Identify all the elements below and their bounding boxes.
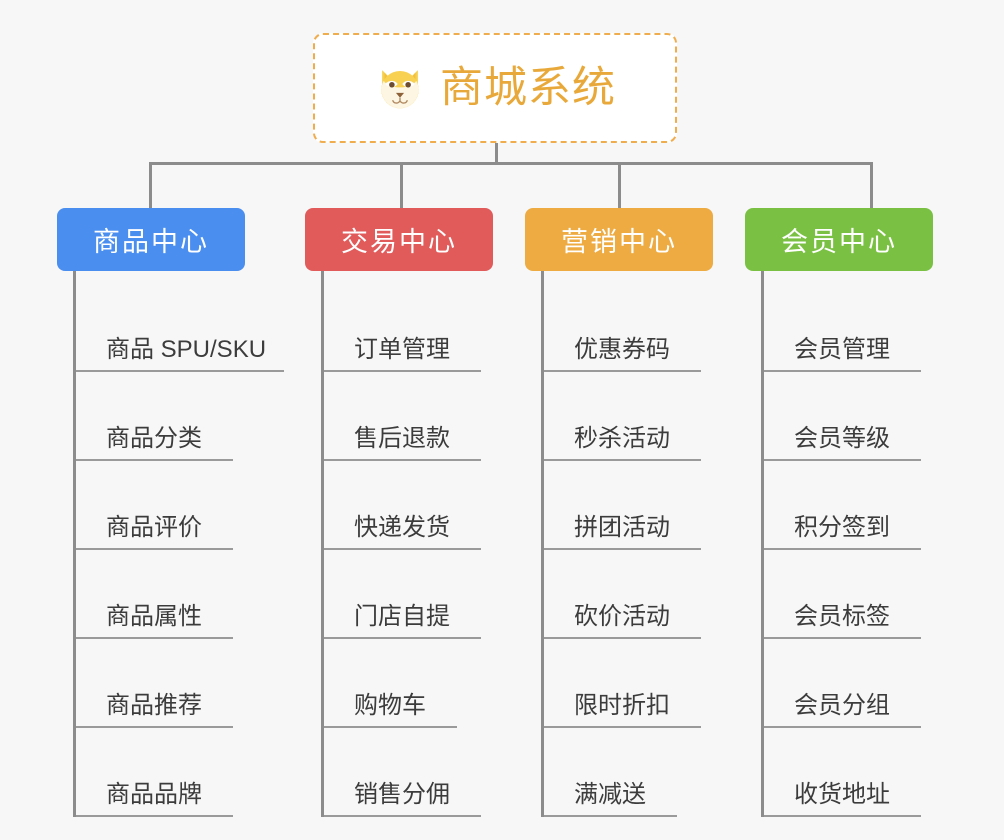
leaf-item[interactable]: 订单管理 xyxy=(324,283,493,372)
leaf-underline xyxy=(764,815,921,817)
leaf-label: 快递发货 xyxy=(354,513,450,541)
leaf-item[interactable]: 会员分组 xyxy=(764,639,933,728)
leaf-item[interactable]: 会员等级 xyxy=(764,372,933,461)
category-header-3[interactable]: 会员中心 xyxy=(745,208,933,271)
leaf-list-3: 会员管理 会员等级 积分签到 会员标签 会员分组 收货地址 xyxy=(761,271,933,817)
leaf-item[interactable]: 优惠券码 xyxy=(544,283,713,372)
leaf-underline xyxy=(764,370,921,372)
category-column-3: 会员中心 会员管理 会员等级 积分签到 会员标签 会员分组 xyxy=(745,208,933,817)
leaf-item[interactable]: 秒杀活动 xyxy=(544,372,713,461)
leaf-underline xyxy=(324,726,457,728)
leaf-underline xyxy=(76,637,233,639)
leaf-underline xyxy=(544,726,701,728)
leaf-list-1: 订单管理 售后退款 快递发货 门店自提 购物车 销售分佣 xyxy=(321,271,493,817)
leaf-label: 商品属性 xyxy=(106,602,202,630)
leaf-label: 门店自提 xyxy=(354,602,450,630)
leaf-underline xyxy=(544,370,701,372)
leaf-item[interactable]: 商品评价 xyxy=(76,461,266,550)
connector-bus xyxy=(149,162,873,165)
leaf-label: 秒杀活动 xyxy=(574,424,670,452)
category-header-label: 营销中心 xyxy=(561,227,677,257)
root-title: 商城系统 xyxy=(440,63,616,112)
leaf-label: 订单管理 xyxy=(354,335,450,363)
leaf-underline xyxy=(324,637,481,639)
leaf-label: 优惠券码 xyxy=(574,335,670,363)
category-column-2: 营销中心 优惠券码 秒杀活动 拼团活动 砍价活动 限时折扣 xyxy=(525,208,713,817)
leaf-item[interactable]: 收货地址 xyxy=(764,728,933,817)
leaf-label: 会员标签 xyxy=(794,602,890,630)
leaf-label: 商品评价 xyxy=(106,513,202,541)
leaf-label: 积分签到 xyxy=(794,513,890,541)
leaf-item[interactable]: 满减送 xyxy=(544,728,713,817)
leaf-underline xyxy=(324,815,481,817)
root-node[interactable]: 商城系统 xyxy=(313,33,677,143)
leaf-underline xyxy=(544,459,701,461)
connector-drop-0 xyxy=(149,162,152,209)
leaf-underline xyxy=(324,370,481,372)
leaf-label: 商品 SPU/SKU xyxy=(106,335,267,363)
leaf-item[interactable]: 门店自提 xyxy=(324,550,493,639)
leaf-label: 售后退款 xyxy=(354,424,450,452)
leaf-item[interactable]: 会员管理 xyxy=(764,283,933,372)
leaf-label: 限时折扣 xyxy=(574,691,670,719)
leaf-underline xyxy=(76,548,233,550)
leaf-label: 会员等级 xyxy=(794,424,890,452)
leaf-underline xyxy=(764,548,921,550)
leaf-item[interactable]: 拼团活动 xyxy=(544,461,713,550)
leaf-underline xyxy=(76,815,233,817)
leaf-label: 会员分组 xyxy=(794,691,890,719)
leaf-label: 销售分佣 xyxy=(354,780,450,808)
leaf-item[interactable]: 购物车 xyxy=(324,639,493,728)
leaf-underline xyxy=(76,726,233,728)
leaf-label: 商品品牌 xyxy=(106,780,202,808)
leaf-label: 收货地址 xyxy=(794,780,890,808)
leaf-item[interactable]: 会员标签 xyxy=(764,550,933,639)
leaf-label: 拼团活动 xyxy=(574,513,670,541)
leaf-item[interactable]: 商品品牌 xyxy=(76,728,266,817)
connector-drop-3 xyxy=(870,162,873,209)
connector-drop-1 xyxy=(400,162,403,209)
leaf-underline xyxy=(324,548,481,550)
leaf-item[interactable]: 限时折扣 xyxy=(544,639,713,728)
leaf-label: 商品分类 xyxy=(106,424,202,452)
leaf-underline xyxy=(544,548,701,550)
leaf-underline xyxy=(544,637,701,639)
leaf-list-0: 商品 SPU/SKU 商品分类 商品评价 商品属性 商品推荐 商品品牌 xyxy=(73,271,284,817)
leaf-item[interactable]: 商品 SPU/SKU xyxy=(76,283,284,372)
category-column-0: 商品中心 商品 SPU/SKU 商品分类 商品评价 商品属性 商品推荐 xyxy=(57,208,284,817)
leaf-underline xyxy=(76,370,284,372)
leaf-label: 会员管理 xyxy=(794,335,890,363)
category-header-label: 商品中心 xyxy=(93,227,209,257)
leaf-underline xyxy=(324,459,481,461)
leaf-item[interactable]: 积分签到 xyxy=(764,461,933,550)
leaf-underline xyxy=(76,459,233,461)
leaf-list-2: 优惠券码 秒杀活动 拼团活动 砍价活动 限时折扣 满减送 xyxy=(541,271,713,817)
category-header-label: 会员中心 xyxy=(781,227,897,257)
leaf-underline xyxy=(764,637,921,639)
category-header-2[interactable]: 营销中心 xyxy=(525,208,713,271)
dog-face-icon xyxy=(381,70,419,109)
leaf-item[interactable]: 销售分佣 xyxy=(324,728,493,817)
connector-drop-2 xyxy=(618,162,621,209)
leaf-label: 购物车 xyxy=(354,691,426,719)
leaf-item[interactable]: 商品推荐 xyxy=(76,639,266,728)
leaf-label: 满减送 xyxy=(574,780,646,808)
leaf-label: 砍价活动 xyxy=(574,602,670,630)
category-column-1: 交易中心 订单管理 售后退款 快递发货 门店自提 购物车 xyxy=(305,208,493,817)
leaf-underline xyxy=(764,726,921,728)
category-header-1[interactable]: 交易中心 xyxy=(305,208,493,271)
category-header-label: 交易中心 xyxy=(341,227,457,257)
connector-root-stem xyxy=(495,143,498,164)
leaf-underline xyxy=(764,459,921,461)
leaf-underline xyxy=(544,815,677,817)
category-header-0[interactable]: 商品中心 xyxy=(57,208,245,271)
leaf-item[interactable]: 砍价活动 xyxy=(544,550,713,639)
leaf-item[interactable]: 商品属性 xyxy=(76,550,266,639)
leaf-label: 商品推荐 xyxy=(106,691,202,719)
leaf-item[interactable]: 商品分类 xyxy=(76,372,266,461)
leaf-item[interactable]: 售后退款 xyxy=(324,372,493,461)
leaf-item[interactable]: 快递发货 xyxy=(324,461,493,550)
